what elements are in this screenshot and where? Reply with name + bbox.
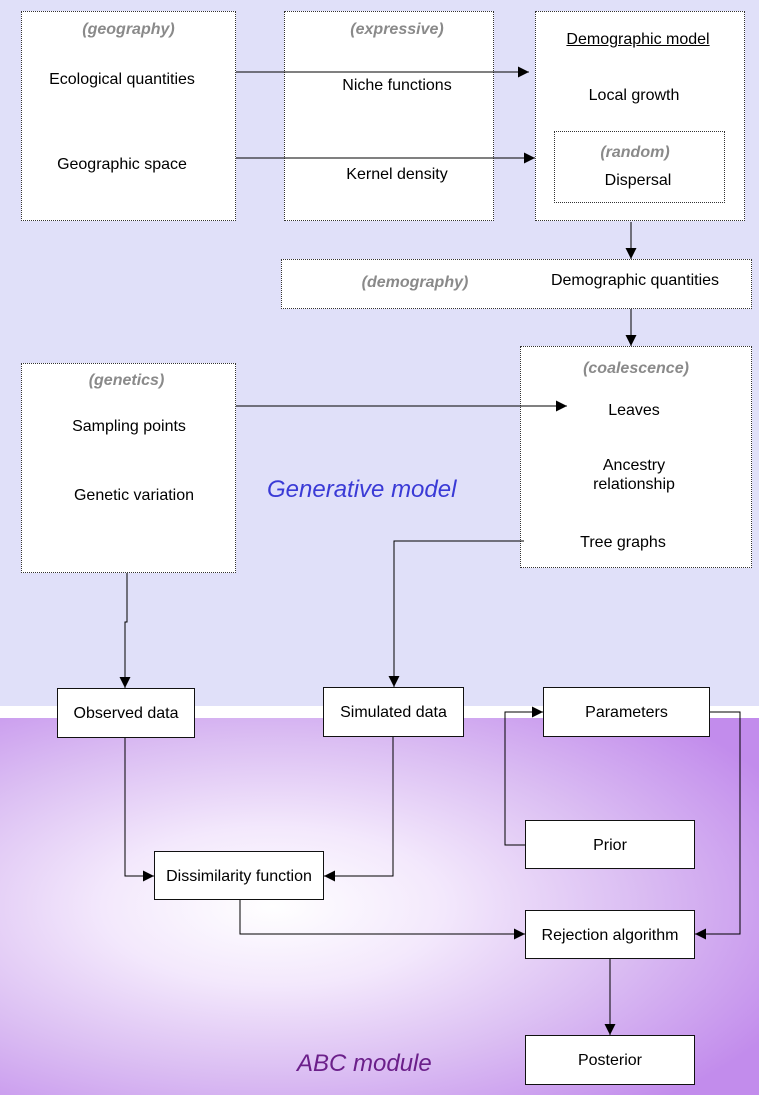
dispersal-label: Dispersal [604, 172, 672, 189]
arrow-trees-to-simulated [388, 540, 524, 687]
genetics-box [21, 363, 236, 573]
simulated-data-box [323, 687, 464, 737]
prior-label: Prior [593, 837, 627, 854]
relationship-label: relationship [593, 476, 675, 493]
parameters-box [543, 687, 710, 737]
arrow-prior-to-parameters [504, 706, 543, 846]
random-tag: (random) [600, 144, 670, 161]
observed-data-box [57, 688, 195, 738]
tree-graphs-label: Tree graphs [580, 534, 666, 551]
posterior-label: Posterior [577, 1052, 643, 1069]
rejection-algorithm-box [525, 910, 695, 959]
arrow-genetics-to-observed [119, 573, 131, 688]
rejection-algorithm-label: Rejection algorithm [541, 927, 679, 944]
parameters-label: Parameters [585, 704, 668, 721]
genetic-variation-label: Genetic variation [73, 487, 195, 504]
generative-model-title: Generative model [267, 476, 457, 503]
demography-tag: (demography) [361, 274, 469, 291]
leaves-label: Leaves [608, 402, 660, 419]
arrow-parameters-to-rejection [695, 711, 741, 940]
niche-functions-label: Niche functions [342, 77, 452, 94]
posterior-box [525, 1035, 695, 1085]
geography-tag: (geography) [82, 21, 175, 38]
dissimilarity-function-box [154, 851, 324, 900]
sampling-points-label: Sampling points [72, 418, 186, 435]
arrow-observed-to-dissimilarity [124, 738, 154, 882]
demography-box [281, 259, 752, 309]
demographic-model-title: Demographic model [566, 31, 710, 48]
observed-data-label: Observed data [73, 705, 179, 722]
local-growth-label: Local growth [588, 87, 680, 104]
demographic-quantities-label: Demographic quantities [550, 272, 720, 289]
arrow-dissimilarity-to-rejection [239, 900, 525, 940]
random-box [554, 131, 725, 203]
ecological-quantities-label: Ecological quantities [49, 71, 195, 88]
prior-box [525, 820, 695, 869]
dissimilarity-function-label: Dissimilarity function [166, 868, 312, 885]
simulated-data-label: Simulated data [340, 704, 447, 721]
expressive-tag: (expressive) [350, 21, 444, 38]
expressive-box [284, 11, 494, 221]
kernel-density-label: Kernel density [346, 166, 448, 183]
genetics-tag: (genetics) [88, 372, 165, 389]
ancestry-label: Ancestry [602, 457, 666, 474]
coalescence-box [520, 346, 752, 568]
geography-box [21, 11, 236, 221]
abc-module-panel [0, 718, 759, 1095]
coalescence-tag: (coalescence) [583, 360, 689, 377]
geographic-space-label: Geographic space [57, 156, 187, 173]
abc-module-title: ABC module [297, 1050, 432, 1077]
arrow-simulated-to-dissimilarity [324, 737, 394, 882]
